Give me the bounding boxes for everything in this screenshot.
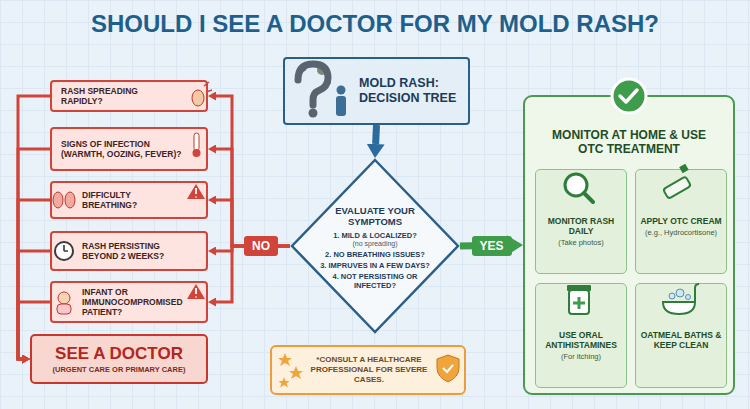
text-group: USE ORAL ANTIHISTAMINES (For itching) xyxy=(540,330,622,383)
connector xyxy=(216,96,290,246)
symptom-box: RASH SPREADING RAPIDLY? xyxy=(50,80,208,112)
node-label: RASH SPREADING RAPIDLY? xyxy=(61,86,182,106)
text-group: EVALUATE YOUR SYMPTOMS 1. MILD & LOCALIZE… xyxy=(312,188,438,306)
node-label: EVALUATE YOUR SYMPTOMS xyxy=(312,205,438,227)
title: SHOULD I SEE A DOCTOR FOR MY MOLD RASH? xyxy=(0,10,750,38)
node-label: DIFFICULTY BREATHING? xyxy=(82,190,184,210)
node-label: *CONSULT A HEALTHCARE PROFESSIONAL FOR S… xyxy=(304,355,434,385)
treatment-card: MONITOR RASH DAILY (Take photos) xyxy=(535,169,627,274)
symptom-box: INFANT OR IMMUNOCOMPROMISED PATIENT? xyxy=(50,281,208,323)
connector xyxy=(18,96,50,359)
node-detail: (For itching) xyxy=(561,352,601,361)
node-label: MONITOR AT HOME & USE OTC TREATMENT xyxy=(549,128,709,156)
text-group: RASH PERSISTING BEYOND 2 WEEKS? xyxy=(82,233,198,269)
node-detail: 1. MILD & LOCALIZED? xyxy=(333,231,417,240)
node-detail: (no spreading) xyxy=(352,240,397,248)
text-group: DIFFICULTY BREATHING? xyxy=(82,183,184,217)
node-label: SEE A DOCTOR xyxy=(55,344,183,363)
text-group: MONITOR RASH DAILY (Take photos) xyxy=(540,216,622,269)
edge-label: YES xyxy=(471,236,511,256)
note-box: *CONSULT A HEALTHCARE PROFESSIONAL FOR S… xyxy=(270,345,466,395)
node-label: INFANT OR IMMUNOCOMPROMISED PATIENT? xyxy=(82,287,184,317)
text-group: MONITOR AT HOME & USE OTC TREATMENT xyxy=(549,119,709,165)
node-label: OATMEAL BATHS & KEEP CLEAN xyxy=(640,330,722,350)
text-group: INFANT OR IMMUNOCOMPROMISED PATIENT? xyxy=(82,283,184,321)
node-detail: (Take photos) xyxy=(558,238,603,247)
treatment-card: OATMEAL BATHS & KEEP CLEAN xyxy=(635,283,727,388)
connector xyxy=(372,125,380,144)
text-group: APPLY OTC CREAM (e.g., Hydrocortisone) xyxy=(640,216,722,269)
connector xyxy=(216,149,290,246)
text-group: SIGNS OF INFECTION (WARMTH, OOZING, FEVE… xyxy=(61,129,184,169)
text-group: *CONSULT A HEALTHCARE PROFESSIONAL FOR S… xyxy=(304,347,434,393)
symptom-box: RASH PERSISTING BEYOND 2 WEEKS? xyxy=(50,231,208,271)
node-label: RASH PERSISTING BEYOND 2 WEEKS? xyxy=(82,241,198,261)
node-label: MOLD RASH: DECISION TREE xyxy=(359,76,464,106)
treatment-card: USE ORAL ANTIHISTAMINES (For itching) xyxy=(535,283,627,388)
node-detail: (URGENT CARE OR PRIMARY CARE) xyxy=(53,365,186,374)
node-label: SIGNS OF INFECTION (WARMTH, OOZING, FEVE… xyxy=(61,139,184,159)
outcome-panel: MONITOR RASH DAILY (Take photos) APPLY OTC… xyxy=(523,95,735,395)
text-group: MOLD RASH: DECISION TREE xyxy=(359,59,464,123)
node-detail: 4. NOT PERSISTING OR INFECTED? xyxy=(312,272,438,290)
decision-diamond: EVALUATE YOUR SYMPTOMS 1. MILD & LOCALIZE… xyxy=(290,158,460,334)
diamond-shape xyxy=(292,160,458,332)
outcome-box: SEE A DOCTOR (URGENT CARE OR PRIMARY CARE… xyxy=(30,334,208,384)
node-label: APPLY OTC CREAM xyxy=(640,216,721,226)
node-detail: 3. IMPRUVES IN A FEW DAYS? xyxy=(320,261,430,270)
connector xyxy=(18,149,50,359)
symptom-box: SIGNS OF INFECTION (WARMTH, OOZING, FEVE… xyxy=(50,127,208,171)
text-group: OATMEAL BATHS & KEEP CLEAN xyxy=(640,330,722,383)
node-detail: 2. NO BREATHING ISSUES? xyxy=(325,250,425,259)
node-label: USE ORAL ANTIHISTAMINES xyxy=(540,330,622,350)
edge-label: NO xyxy=(244,236,278,256)
text-group: SEE A DOCTOR (URGENT CARE OR PRIMARY CARE… xyxy=(36,336,202,382)
treatment-card: APPLY OTC CREAM (e.g., Hydrocortisone) xyxy=(635,169,727,274)
node-label: MONITOR RASH DAILY xyxy=(540,216,622,236)
start-box: MOLD RASH: DECISION TREE xyxy=(283,57,470,125)
text-group: RASH SPREADING RAPIDLY? xyxy=(61,82,182,110)
symptom-box: DIFFICULTY BREATHING? xyxy=(50,181,208,219)
node-detail: (e.g., Hydrocortisone) xyxy=(645,228,717,237)
